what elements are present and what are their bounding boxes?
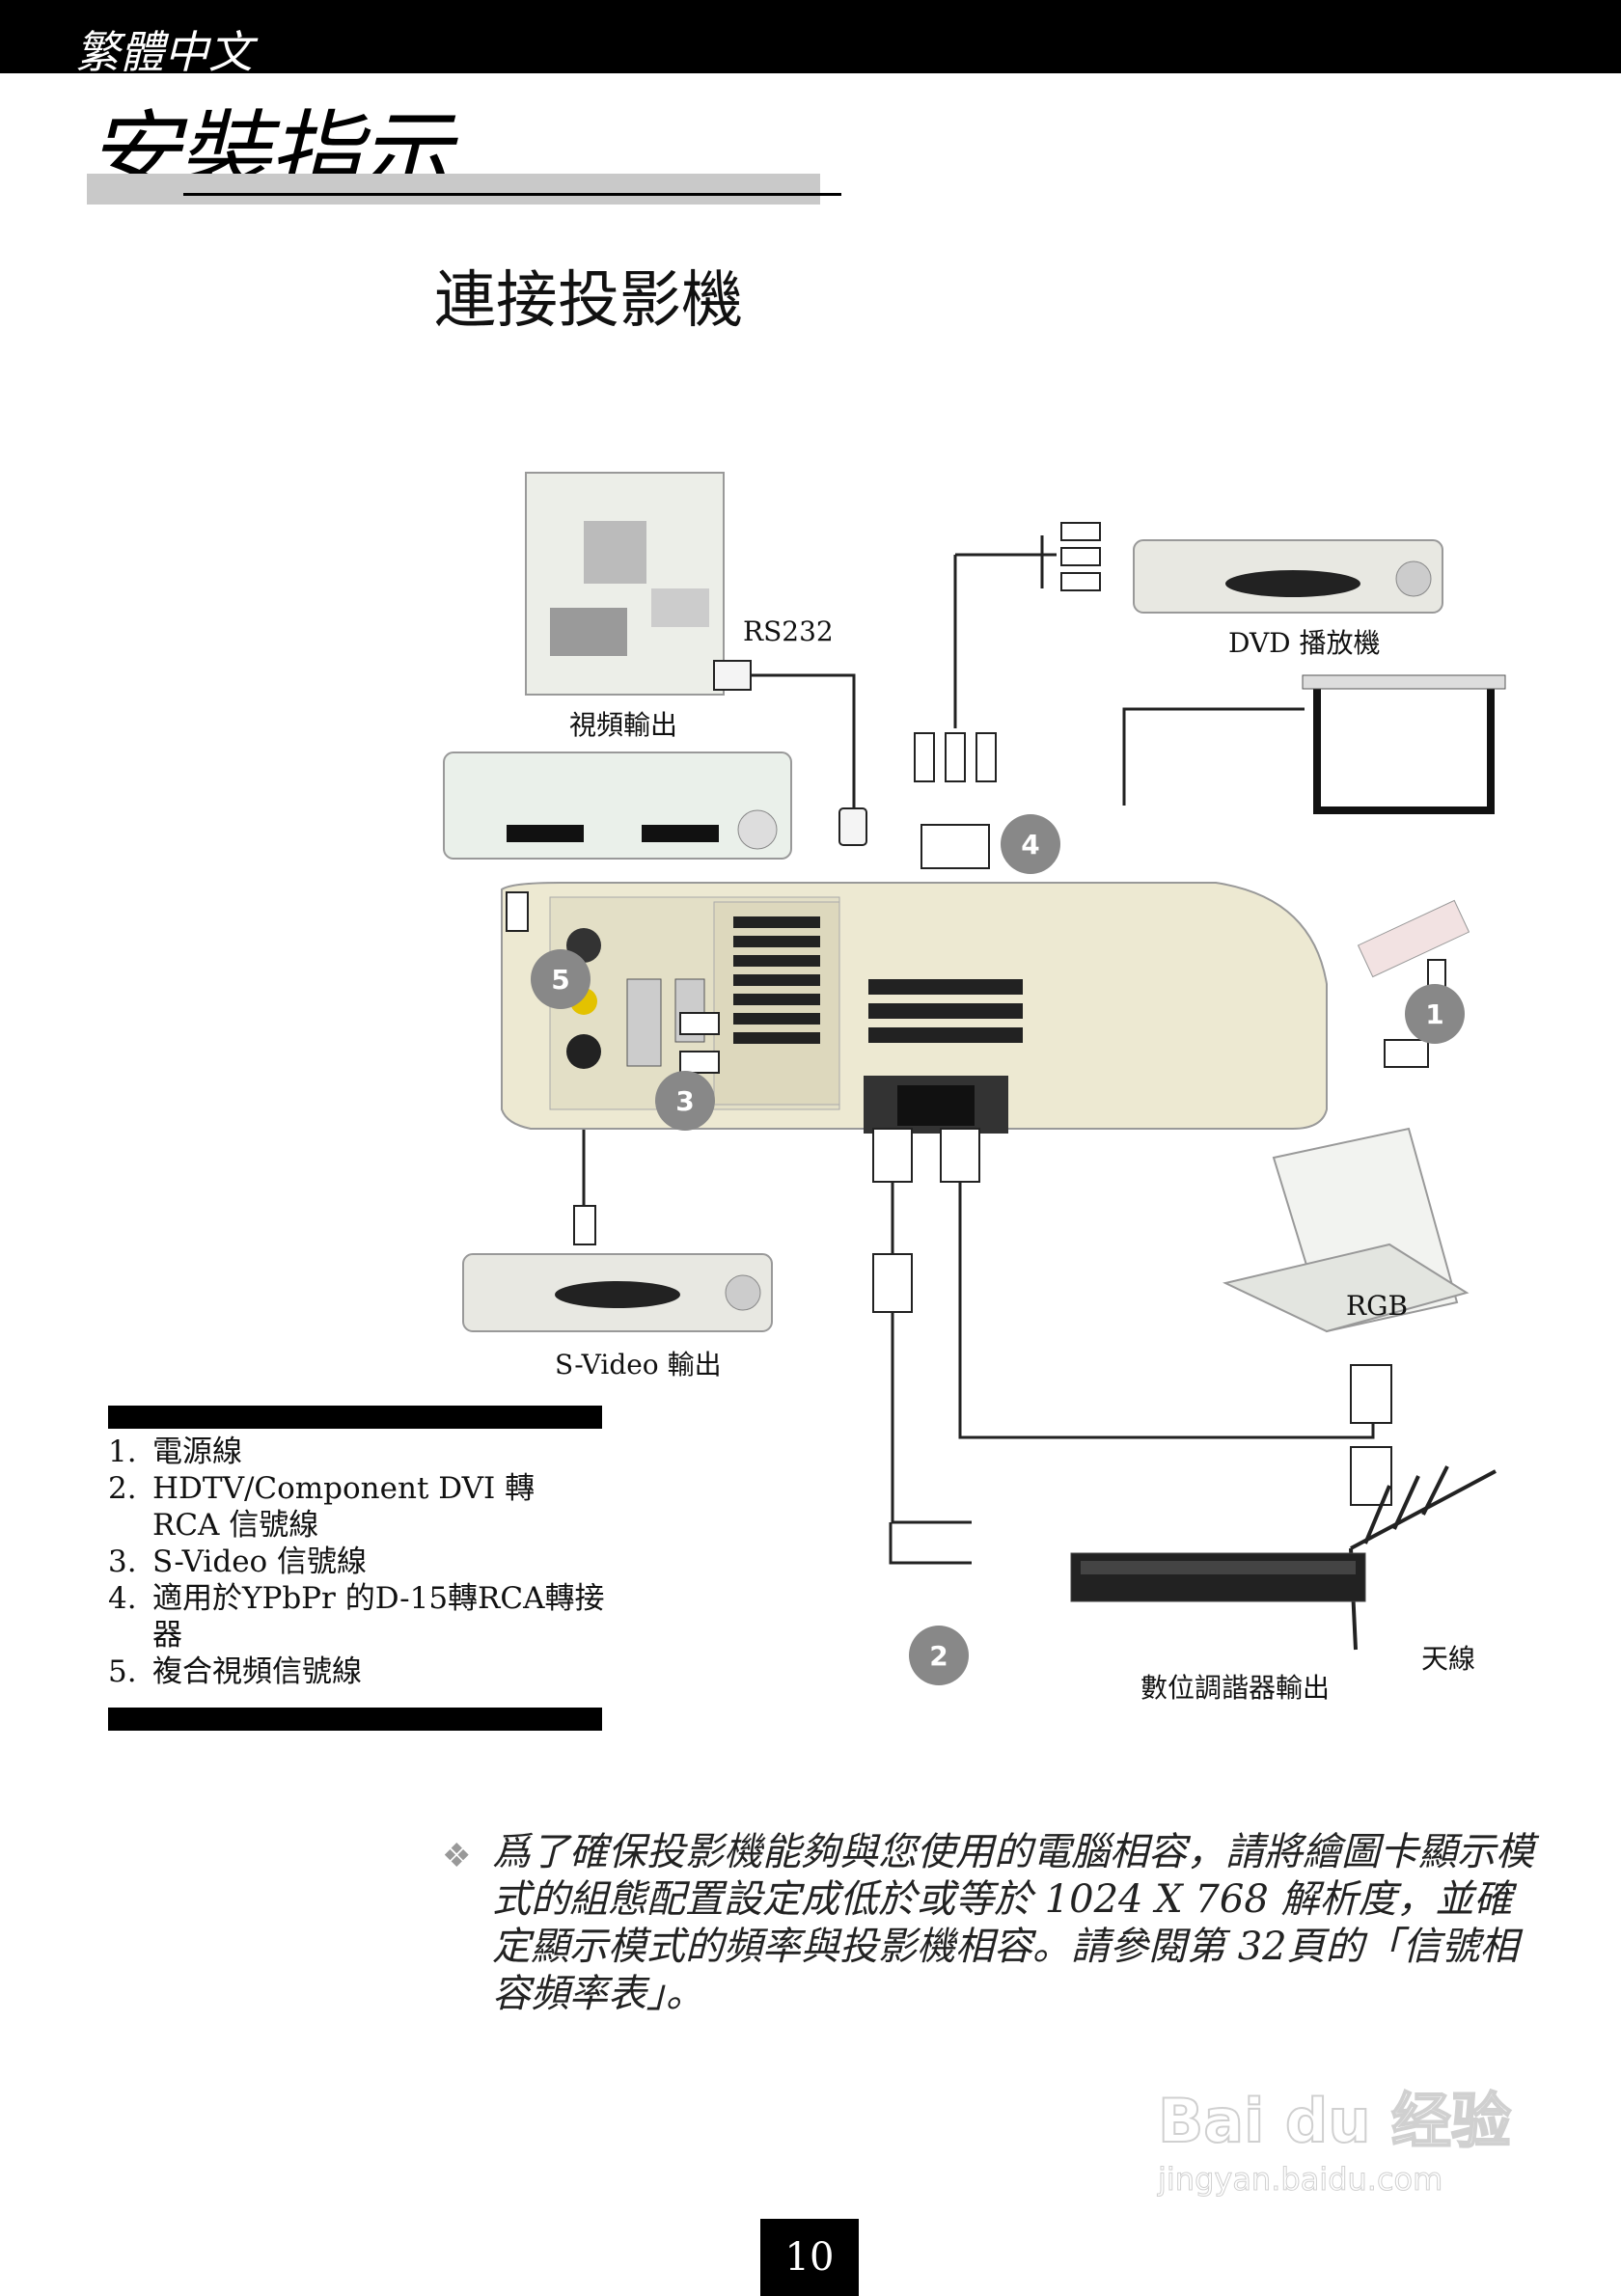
projector-icon [501,882,1328,1134]
diamond-bullet-icon: ❖ [442,1837,472,1875]
laptop-icon [1222,1127,1470,1333]
label-video-out: 視頻輸出 [569,709,678,741]
rs232-connector-icon [713,660,867,846]
svideo-plug-icon [506,891,720,1245]
title-underline-rule [183,193,841,196]
page-number: 10 [760,2219,859,2296]
video-device-icon [443,752,792,860]
legend-top-bar [108,1406,602,1429]
dvd-player-icon [1133,539,1443,614]
label-rgb: RGB [1346,1290,1409,1322]
svg-text:4: 4 [1021,829,1039,861]
legend-item: 2.HDTV/Component DVI 轉 RCA 信號線 [108,1471,536,1543]
language-label: 繁體中文 [75,26,253,78]
svg-text:3: 3 [675,1085,694,1117]
legend-item: 1.電源線 [108,1435,242,1469]
note-text: 爲了確保投影機能夠與您使用的電腦相容，請將繪圖卡顯示模式的組態配置設定成低於或等… [492,1830,1534,2016]
svg-text:2: 2 [929,1640,948,1672]
label-dvd-player: DVD 播放機 [1228,627,1381,659]
vga-connector-icon [872,824,1392,1506]
computer-tower-icon [525,472,725,696]
number-markers: 1 2 3 4 5 [531,814,1465,1685]
projection-screen-icon [1302,674,1506,814]
marker-3: 3 [655,1071,715,1131]
rca-plugs-icon [914,522,1101,782]
power-strip-icon [1357,899,1470,1068]
label-antenna: 天線 [1421,1643,1476,1675]
legend-item: 5.複合視頻信號線 [108,1654,362,1689]
header-bar [0,0,1621,73]
connection-diagram: 1 2 3 4 5 [443,472,1506,1685]
label-rs232: RS232 [743,615,834,647]
legend-item: 3.S-Video 信號線 [108,1544,368,1579]
svg-text:5: 5 [551,964,569,996]
page-title: 連接投影機 [434,265,743,337]
marker-2: 2 [909,1626,969,1685]
legend-bottom-bar [108,1708,602,1731]
svg-text:1: 1 [1425,998,1443,1030]
marker-4: 4 [1001,814,1060,874]
legend-list: 1.電源線 2.HDTV/Component DVI 轉 RCA 信號線 3.S… [108,1434,610,1690]
digital-tuner-icon [1070,1552,1366,1602]
marker-5: 5 [531,949,591,1009]
watermark-site: jingyan.baidu.com [1157,2161,1442,2198]
legend-item: 4.適用於YPbPr 的D-15轉RCA轉接器 [108,1581,605,1653]
svideo-dvd-player-icon [462,1253,773,1332]
label-digital-tuner-out: 數位調諧器輸出 [1140,1672,1331,1704]
label-svideo-out: S-Video 輸出 [555,1349,722,1380]
baidu-watermark: Bai du 经验 jingyan.baidu.com [1157,2085,1513,2199]
title-underline-bar [87,174,820,205]
watermark-brand: Bai du 经验 [1158,2086,1511,2156]
compatibility-note: ❖ 爲了確保投影機能夠與您使用的電腦相容，請將繪圖卡顯示模式的組態配置設定成低於… [442,1829,1542,2018]
marker-1: 1 [1405,984,1465,1044]
